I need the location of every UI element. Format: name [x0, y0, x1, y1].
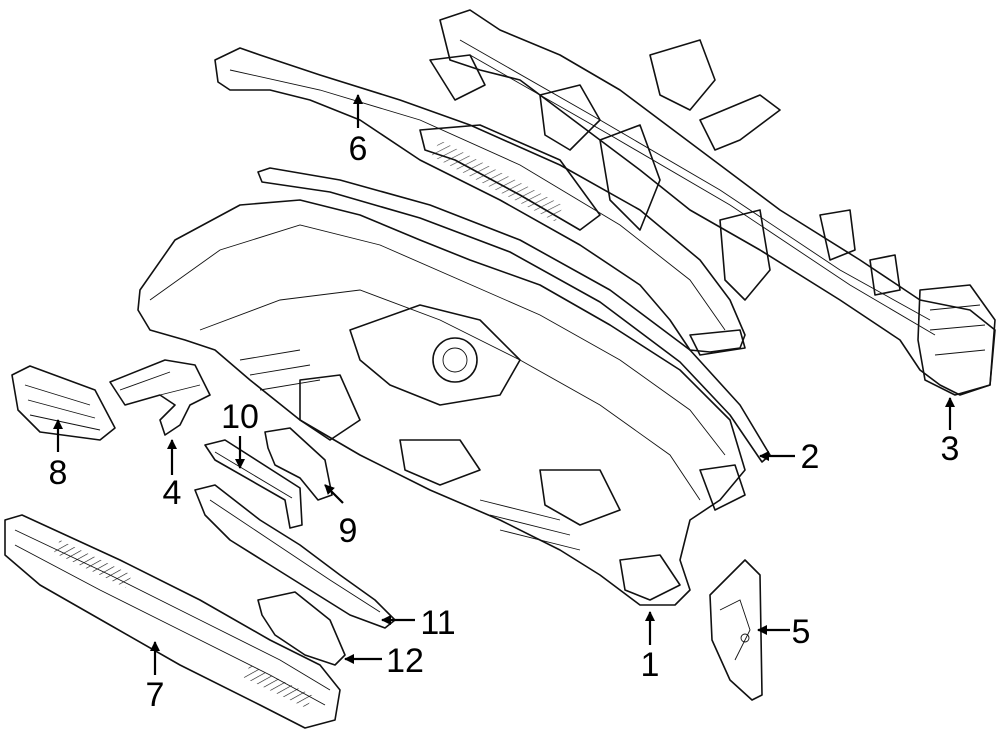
callout-1: 1 [641, 646, 660, 684]
callout-2: 2 [801, 438, 820, 476]
callout-10: 10 [221, 398, 259, 436]
center-bracket-side [264, 427, 333, 501]
callout-7: 7 [146, 676, 165, 714]
callout-9: 9 [339, 512, 358, 550]
left-end-trim [11, 365, 116, 441]
callout-4: 4 [163, 474, 182, 512]
cross-car-beam [429, 9, 996, 396]
lower-bracket [257, 591, 346, 666]
instrument-panel [137, 199, 746, 606]
lower-reinforcement [194, 484, 396, 629]
dash-top-panel [214, 47, 746, 356]
callout-labels: 1 2 3 4 5 6 7 8 9 10 11 12 [49, 130, 960, 714]
callout-11: 11 [420, 604, 455, 642]
callout-3: 3 [941, 430, 960, 468]
center-bracket-upper [204, 439, 303, 529]
leader-9 [324, 484, 344, 504]
callout-5: 5 [792, 613, 811, 651]
side-cover [709, 559, 763, 701]
leader-lines [53, 94, 955, 675]
lower-trim-panel [4, 514, 341, 729]
callout-8: 8 [49, 454, 68, 492]
support-bracket [109, 359, 211, 436]
callout-6: 6 [349, 130, 368, 168]
callout-12: 12 [386, 642, 424, 680]
